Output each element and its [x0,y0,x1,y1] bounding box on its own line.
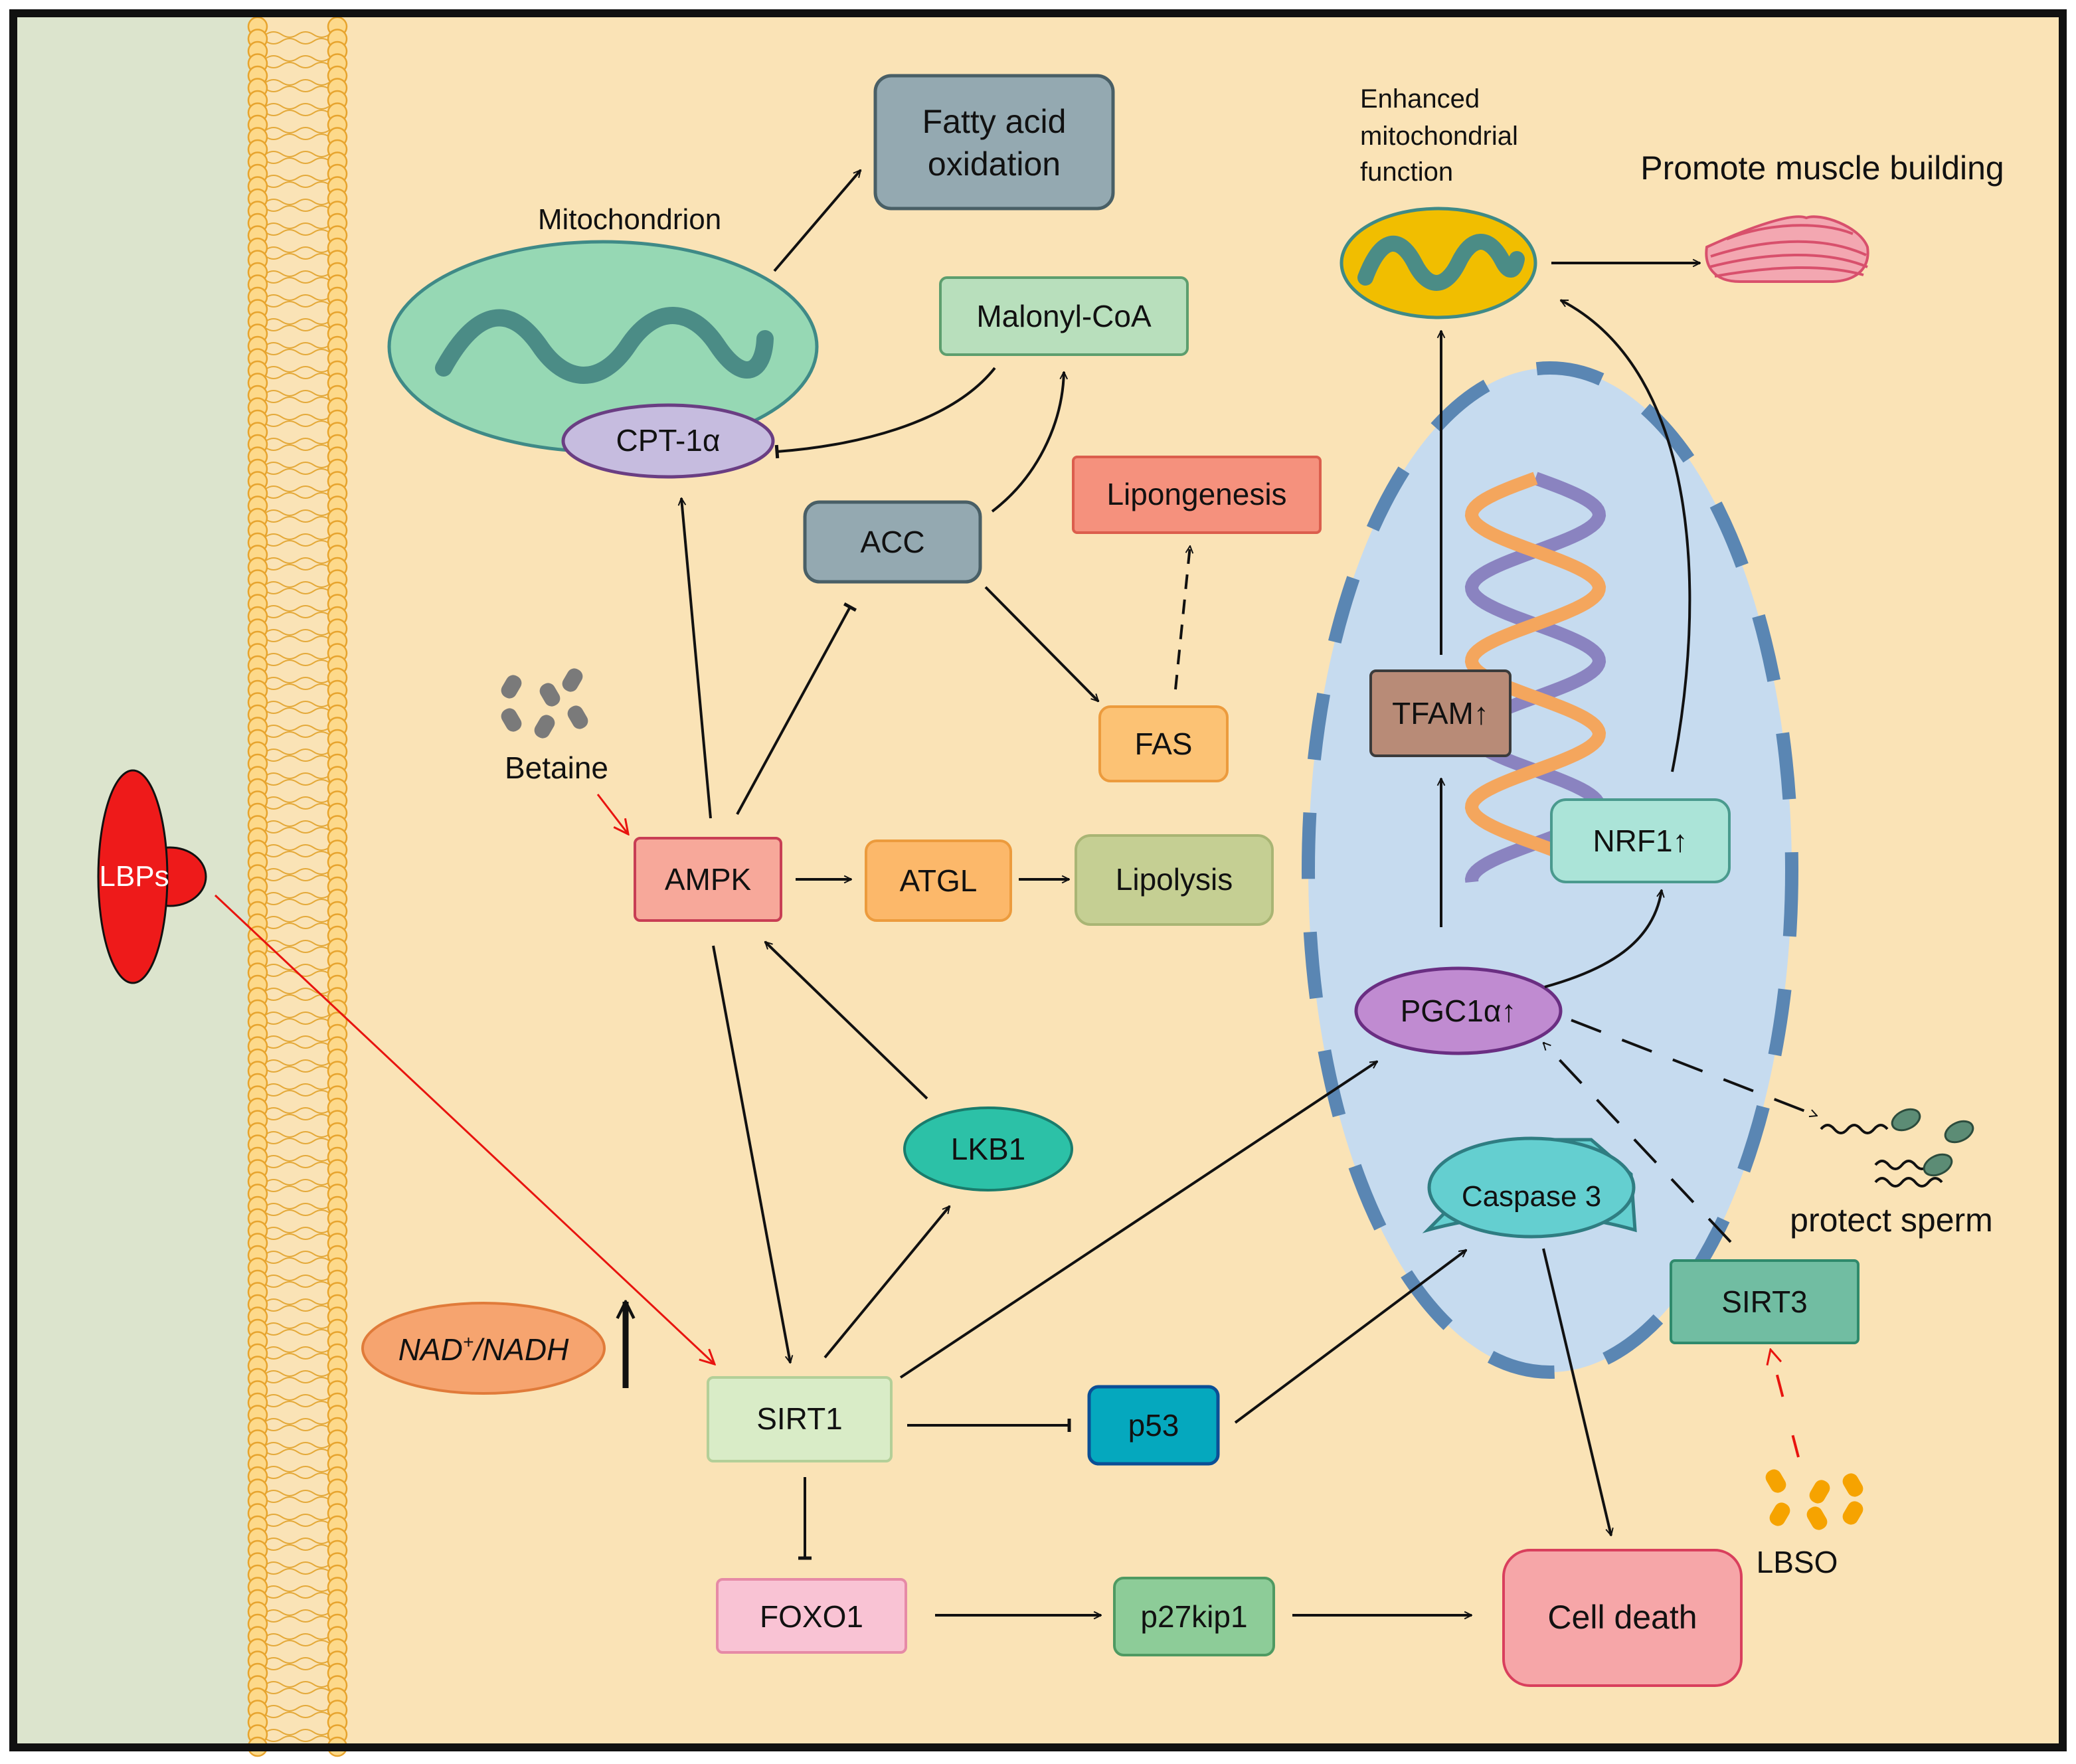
malonyl-coa-label: Malonyl-CoA [976,299,1152,333]
cell-death-label: Cell death [1547,1599,1697,1636]
edge-ampk-to-cpt [681,498,712,819]
nuclear-envelope [1302,361,1798,1379]
edge-betaine-to-ampk [596,794,628,834]
sperm-icon [1820,1108,1974,1188]
tfam-label: TFAM↑ [1392,696,1489,731]
fatty-acid-label-line1: Fatty acid [922,103,1067,140]
lipogenesis-label: Lipongenesis [1106,477,1286,511]
edge-sirt1-to-pgc1a [899,1060,1377,1379]
enhanced-label-line3: function [1360,157,1453,187]
nrf1-label: NRF1↑ [1593,824,1687,858]
foxo1-node [716,1578,907,1654]
fatty-acid-oxidation-node [873,74,1115,211]
edge-ampk-inhibits-acc [736,602,857,815]
atgl-node [865,839,1012,922]
muscle-label: Promote muscle building [1640,149,2004,187]
edge-caspase3-to-cell-death [1542,1248,1611,1536]
acc-label: ACC [860,525,924,559]
edge-lbps-to-sirt1 [214,894,715,1364]
lipolysis-node [1075,834,1274,926]
lkb1-label: LKB1 [951,1132,1026,1166]
foxo1-label: FOXO1 [760,1599,863,1634]
nad-nadh-node [361,1302,606,1395]
lkb1-node [903,1106,1073,1191]
protect-sperm-label: protect sperm [1790,1201,1993,1239]
betaine-molecules-icon [501,668,588,739]
edge-p53-to-caspase3 [1234,1249,1466,1424]
edge-sirt1-to-lkb1 [823,1206,951,1359]
fas-label: FAS [1135,727,1193,761]
edge-mito-to-fatty-acid [773,170,862,272]
sirt3-label: SIRT3 [1721,1284,1808,1319]
edge-pgc1a-to-nrf1 [1544,890,1662,988]
muscle-tissue-icon [1705,215,1869,283]
tfam-node [1369,669,1512,757]
nucleus [1308,368,1792,1372]
cpt1a-node [561,403,775,479]
ampk-node [634,837,782,922]
edge-lbso-to-sirt3 [1771,1350,1800,1458]
fas-node [1098,705,1229,782]
cell-death-node [1502,1549,1743,1687]
cpt1a-label: CPT-1α [616,423,721,458]
edge-ampk-to-sirt1 [712,945,790,1363]
lbso-label: LBSO [1757,1545,1838,1579]
sirt3-node [1670,1259,1860,1344]
malonyl-coa-node [939,276,1189,356]
fatty-acid-label-line2: oxidation [928,145,1061,183]
lipogenesis-node [1072,456,1322,534]
caspase3-shape [1427,1136,1636,1239]
lipolysis-label: Lipolysis [1116,862,1233,897]
ampk-label: AMPK [665,862,752,897]
edge-acc-to-malonyl [991,372,1064,513]
mitochondrion-label: Mitochondrion [538,203,721,236]
edge-nrf1-to-enhanced-mito [1561,299,1691,772]
p53-node [1087,1385,1220,1466]
enhanced-label-line1: Enhanced [1360,84,1480,114]
lbso-molecules-icon [1765,1469,1863,1530]
caspase3-label: Caspase 3 [1462,1180,1601,1213]
p27kip1-node [1113,1577,1275,1656]
acc-node [803,500,982,584]
p27kip1-label: p27kip1 [1140,1599,1247,1634]
pgc1a-label: PGC1α↑ [1401,994,1517,1028]
figure-border [9,9,2067,1751]
sirt1-label: SIRT1 [756,1401,843,1436]
nad-nadh-label: NAD+/NADH [398,1332,569,1367]
edge-lkb1-to-ampk [765,942,928,1100]
sirt1-node [707,1376,893,1462]
pgc1a-node [1354,966,1563,1055]
p53-label: p53 [1128,1408,1179,1443]
edge-sirt3-to-pgc1a [1543,1043,1732,1243]
edge-acc-to-fas [984,586,1098,701]
enhanced-label-line2: mitochondrial [1360,122,1518,151]
betaine-label: Betaine [505,750,608,785]
edge-pgc1a-to-sperm [1571,1019,1817,1116]
nrf1-node [1550,798,1731,883]
lbps-label: LBPs [99,860,169,893]
edge-malonyl-inhibits-cpt [774,367,996,459]
atgl-label: ATGL [900,863,978,898]
lbps-receptor-icon [97,769,207,984]
enhanced-mitochondrion-icon [1340,207,1537,319]
